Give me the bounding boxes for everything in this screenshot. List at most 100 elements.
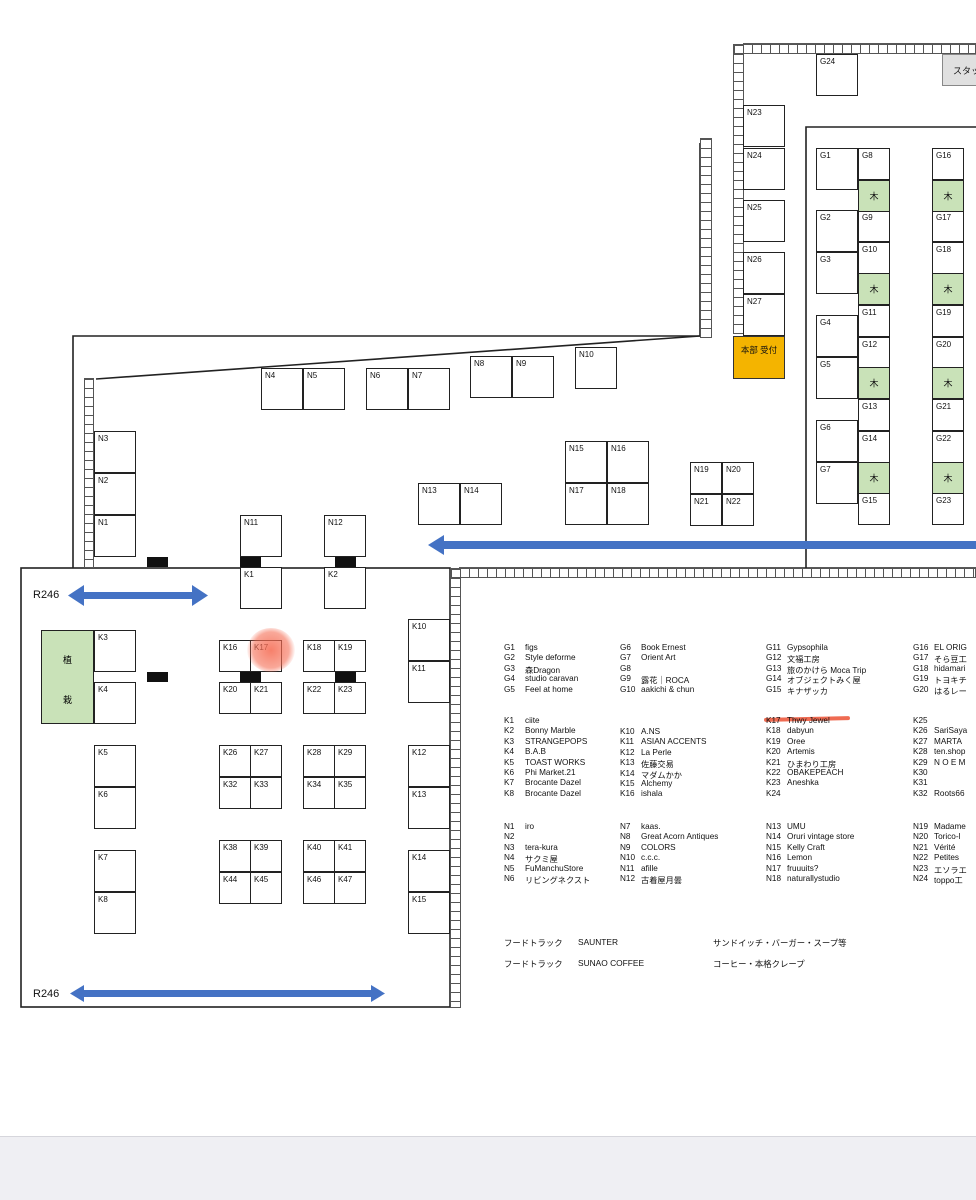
booth-k3[interactable]: K3: [94, 630, 136, 672]
booth-g1[interactable]: G1: [816, 148, 858, 190]
booth-k46[interactable]: K46: [303, 872, 335, 904]
booth-g7[interactable]: G7: [816, 462, 858, 504]
booth-n10[interactable]: N10: [575, 347, 617, 389]
booth-k15[interactable]: K15: [408, 892, 450, 934]
headquarters-reception[interactable]: 本部 受付: [733, 336, 785, 379]
booth-g15[interactable]: G15: [858, 493, 890, 525]
booth-n5[interactable]: N5: [303, 368, 345, 410]
booth-k14[interactable]: K14: [408, 850, 450, 892]
tree-cell[interactable]: 木: [858, 273, 890, 305]
booth-k7[interactable]: K7: [94, 850, 136, 892]
booth-g14[interactable]: G14: [858, 431, 890, 463]
booth-g10[interactable]: G10: [858, 242, 890, 274]
booth-g17[interactable]: G17: [932, 210, 964, 242]
booth-n16[interactable]: N16: [607, 441, 649, 483]
booth-k22[interactable]: K22: [303, 682, 335, 714]
booth-g8[interactable]: G8: [858, 148, 890, 180]
booth-k35[interactable]: K35: [334, 777, 366, 809]
booth-g2[interactable]: G2: [816, 210, 858, 252]
booth-n3[interactable]: N3: [94, 431, 136, 473]
booth-g23[interactable]: G23: [932, 493, 964, 525]
tree-cell[interactable]: 木: [932, 180, 964, 212]
booth-k27[interactable]: K27: [250, 745, 282, 777]
booth-g3[interactable]: G3: [816, 252, 858, 294]
booth-n21[interactable]: N21: [690, 494, 722, 526]
booth-g6[interactable]: G6: [816, 420, 858, 462]
booth-n7[interactable]: N7: [408, 368, 450, 410]
booth-k33[interactable]: K33: [250, 777, 282, 809]
booth-k11[interactable]: K11: [408, 661, 450, 703]
booth-k47[interactable]: K47: [334, 872, 366, 904]
booth-k13[interactable]: K13: [408, 787, 450, 829]
booth-k21[interactable]: K21: [250, 682, 282, 714]
booth-g4[interactable]: G4: [816, 315, 858, 357]
booth-g13[interactable]: G13: [858, 399, 890, 431]
booth-g5[interactable]: G5: [816, 357, 858, 399]
booth-n26[interactable]: N26: [743, 252, 785, 294]
booth-n9[interactable]: N9: [512, 356, 554, 398]
booth-g24[interactable]: G24: [816, 54, 858, 96]
booth-g21[interactable]: G21: [932, 399, 964, 431]
tree-cell[interactable]: 木: [932, 462, 964, 494]
booth-g9[interactable]: G9: [858, 210, 890, 242]
booth-n12[interactable]: N12: [324, 515, 366, 557]
legend-booth-code: K1: [504, 716, 515, 725]
booth-n25[interactable]: N25: [743, 200, 785, 242]
booth-n6[interactable]: N6: [366, 368, 408, 410]
booth-n8[interactable]: N8: [470, 356, 512, 398]
booth-n11[interactable]: N11: [240, 515, 282, 557]
booth-k39[interactable]: K39: [250, 840, 282, 872]
booth-k19[interactable]: K19: [334, 640, 366, 672]
booth-k20[interactable]: K20: [219, 682, 251, 714]
booth-label: N2: [98, 476, 109, 485]
booth-k6[interactable]: K6: [94, 787, 136, 829]
booth-n23[interactable]: N23: [743, 105, 785, 147]
booth-n27[interactable]: N27: [743, 294, 785, 336]
booth-k18[interactable]: K18: [303, 640, 335, 672]
booth-g20[interactable]: G20: [932, 337, 964, 369]
booth-n15[interactable]: N15: [565, 441, 607, 483]
booth-k32[interactable]: K32: [219, 777, 251, 809]
booth-n22[interactable]: N22: [722, 494, 754, 526]
booth-n1[interactable]: N1: [94, 515, 136, 557]
booth-k16[interactable]: K16: [219, 640, 251, 672]
booth-n24[interactable]: N24: [743, 148, 785, 190]
booth-k12[interactable]: K12: [408, 745, 450, 787]
booth-g22[interactable]: G22: [932, 431, 964, 463]
booth-k23[interactable]: K23: [334, 682, 366, 714]
booth-g12[interactable]: G12: [858, 337, 890, 369]
booth-g19[interactable]: G19: [932, 305, 964, 337]
booth-g16[interactable]: G16: [932, 148, 964, 180]
booth-n4[interactable]: N4: [261, 368, 303, 410]
booth-k44[interactable]: K44: [219, 872, 251, 904]
tree-cell[interactable]: 木: [858, 367, 890, 399]
booth-n2[interactable]: N2: [94, 473, 136, 515]
booth-k8[interactable]: K8: [94, 892, 136, 934]
booth-n17[interactable]: N17: [565, 483, 607, 525]
booth-g11[interactable]: G11: [858, 305, 890, 337]
booth-k2[interactable]: K2: [324, 567, 366, 609]
booth-n18[interactable]: N18: [607, 483, 649, 525]
tree-cell[interactable]: 木: [858, 462, 890, 494]
booth-k1[interactable]: K1: [240, 567, 282, 609]
booth-n14[interactable]: N14: [460, 483, 502, 525]
booth-k4[interactable]: K4: [94, 682, 136, 724]
booth-n19[interactable]: N19: [690, 462, 722, 494]
booth-k5[interactable]: K5: [94, 745, 136, 787]
booth-k28[interactable]: K28: [303, 745, 335, 777]
booth-k41[interactable]: K41: [334, 840, 366, 872]
booth-k34[interactable]: K34: [303, 777, 335, 809]
tree-cell[interactable]: 木: [932, 273, 964, 305]
booth-k38[interactable]: K38: [219, 840, 251, 872]
booth-k10[interactable]: K10: [408, 619, 450, 661]
staff-area[interactable]: スタッ: [942, 54, 976, 86]
booth-k26[interactable]: K26: [219, 745, 251, 777]
booth-k29[interactable]: K29: [334, 745, 366, 777]
booth-n13[interactable]: N13: [418, 483, 460, 525]
tree-cell[interactable]: 木: [858, 180, 890, 212]
booth-k40[interactable]: K40: [303, 840, 335, 872]
booth-n20[interactable]: N20: [722, 462, 754, 494]
booth-k45[interactable]: K45: [250, 872, 282, 904]
booth-g18[interactable]: G18: [932, 242, 964, 274]
tree-cell[interactable]: 木: [932, 367, 964, 399]
